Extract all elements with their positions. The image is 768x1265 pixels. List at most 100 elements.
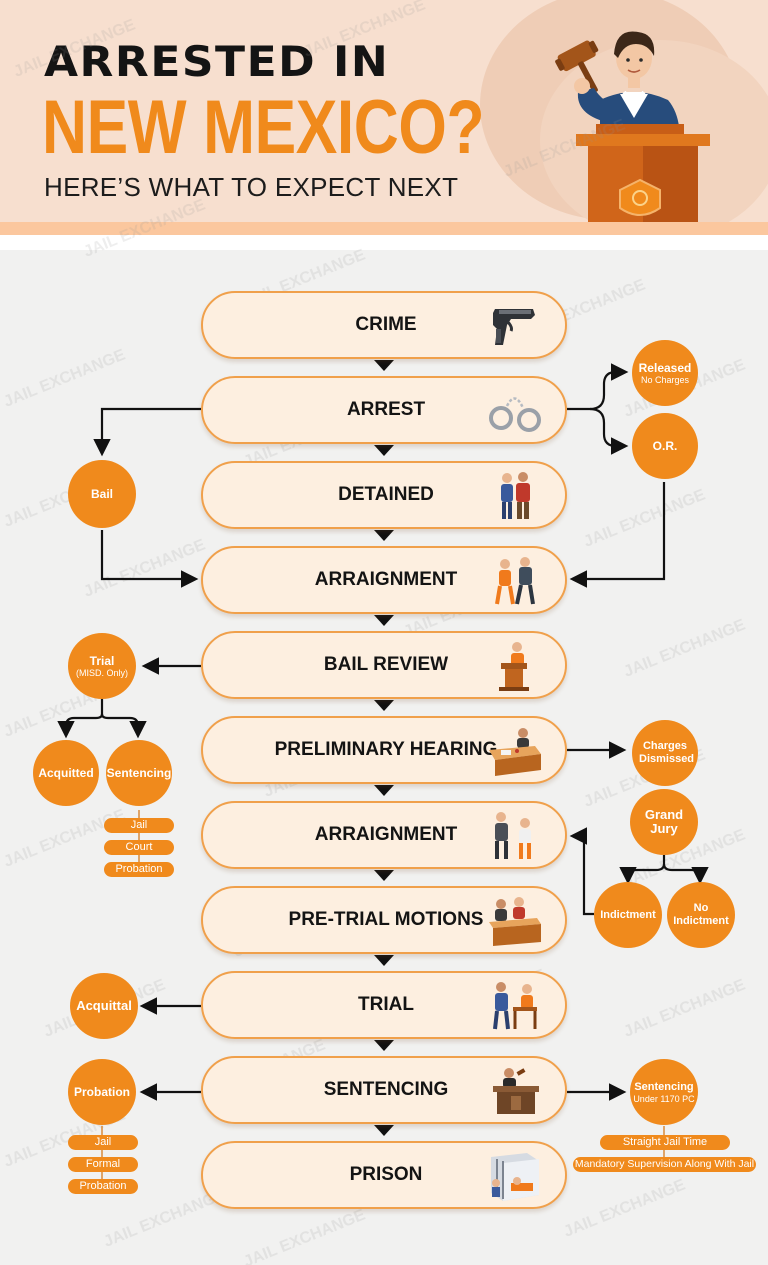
option-pill[interactable]: Formal: [68, 1157, 138, 1172]
title-line1: ARRESTED IN: [44, 38, 390, 87]
trial-to-sentencing-connector: [100, 713, 147, 739]
option-pill[interactable]: Probation: [104, 862, 174, 877]
sentencing-1170-sublabel: Under 1170 PC: [633, 1093, 695, 1104]
stage-label: ARREST: [346, 399, 426, 420]
option-pill[interactable]: Jail: [68, 1135, 138, 1150]
bail-to-arraignment-connector: [100, 530, 199, 588]
no-indictment-label: No Indictment: [673, 902, 729, 927]
stage-label: ARRAIGNMENT: [314, 824, 458, 845]
arrest-to-bail-connector: [93, 407, 201, 457]
court-desk-icon: [489, 728, 541, 776]
stage-trial[interactable]: TRIAL: [201, 971, 567, 1039]
probation-label: Probation: [74, 1085, 130, 1099]
released-label: Released: [638, 360, 692, 375]
down-arrow: [374, 360, 394, 371]
inmate-officer-icon: [495, 812, 531, 859]
stage-detained[interactable]: DETAINED: [201, 461, 567, 529]
option-pill[interactable]: Probation: [68, 1179, 138, 1194]
released-sublabel: No Charges: [640, 374, 690, 385]
down-arrow: [374, 530, 394, 541]
grandjury-to-noindictment-connector: [662, 863, 709, 885]
bail-circle[interactable]: Bail: [68, 460, 136, 528]
option-pill[interactable]: Jail: [104, 818, 174, 833]
stage-label: BAIL REVIEW: [323, 654, 449, 675]
arrest-to-or-connector: [589, 407, 629, 455]
header-strip: [0, 222, 768, 235]
header-gap: [0, 235, 768, 250]
acquittal-label: Acquittal: [76, 998, 132, 1013]
trial-misd-sublabel: (MISD. Only): [75, 667, 128, 678]
down-arrow: [374, 700, 394, 711]
down-arrow: [374, 1125, 394, 1136]
grandjury-to-indictment-connector: [619, 863, 666, 885]
stage-arraignment-2[interactable]: ARRAIGNMENT: [201, 801, 567, 869]
stage-preliminary-hearing[interactable]: PRELIMINARY HEARING: [201, 716, 567, 784]
option-pill[interactable]: Straight Jail Time: [600, 1135, 730, 1150]
stage-label: PRISON: [349, 1164, 423, 1185]
down-arrow: [374, 445, 394, 456]
handgun-icon: [493, 309, 535, 345]
stage-down-arrows: [374, 360, 394, 1136]
arrest-to-released-connector: [589, 363, 629, 411]
option-pill[interactable]: Court: [104, 840, 174, 855]
prison-cell-icon: [491, 1153, 539, 1201]
stage-arrest[interactable]: ARREST: [201, 376, 567, 444]
charges-dismissed-label: Charges Dismissed: [639, 740, 695, 765]
stage-prison[interactable]: PRISON: [201, 1141, 567, 1209]
indictment-to-arraignment-connector: [569, 827, 594, 916]
sentencing-misd-label: Sentencing: [106, 766, 172, 780]
prisoner-escort-icon: [495, 557, 535, 605]
grand-jury-label: Grand Jury: [644, 807, 684, 836]
stage-label: CRIME: [355, 314, 417, 335]
down-arrow: [374, 1040, 394, 1051]
courtroom-trial-icon: [493, 982, 537, 1030]
down-arrow: [374, 955, 394, 966]
indictment-label: Indictment: [600, 909, 656, 921]
stage-label: PRE-TRIAL MOTIONS: [288, 909, 484, 930]
header-banner: ARRESTED IN NEW MEXICO? HERE’S WHAT TO E…: [0, 0, 768, 222]
judge-bench-icon: [493, 1068, 539, 1114]
down-arrow: [374, 615, 394, 626]
sentencing-1170-circle[interactable]: Sentencing Under 1170 PC: [630, 1059, 698, 1125]
stage-pre-trial-motions[interactable]: PRE-TRIAL MOTIONS: [201, 886, 567, 954]
sentencing-1170-label: Sentencing: [634, 1080, 694, 1093]
stage-label: ARRAIGNMENT: [314, 569, 458, 590]
indictment-circle[interactable]: Indictment: [594, 882, 662, 948]
no-indictment-circle[interactable]: No Indictment: [667, 882, 735, 948]
released-circle[interactable]: Released No Charges: [632, 340, 698, 406]
or-circle[interactable]: O.R.: [632, 413, 698, 479]
stage-label: PRELIMINARY HEARING: [274, 739, 498, 760]
officer-escort-icon: [501, 472, 530, 519]
stage-label: DETAINED: [338, 484, 434, 505]
title-line2: NEW MEXICO?: [42, 85, 485, 170]
acquitted-label: Acquitted: [38, 766, 94, 780]
stage-crime[interactable]: CRIME: [201, 291, 567, 359]
stage-arraignment[interactable]: ARRAIGNMENT: [201, 546, 567, 614]
stage-label: SENTENCING: [323, 1079, 449, 1100]
stage-bail-review[interactable]: BAIL REVIEW: [201, 631, 567, 699]
or-label: O.R.: [652, 439, 678, 453]
bail-label: Bail: [90, 487, 113, 501]
grand-jury-circle[interactable]: Grand Jury: [630, 789, 698, 855]
stage-sentencing[interactable]: SENTENCING: [201, 1056, 567, 1124]
stage-label: TRIAL: [358, 994, 414, 1015]
or-to-arraignment-connector: [569, 482, 666, 588]
sentencing-misd-circle[interactable]: Sentencing: [106, 740, 172, 806]
acquitted-circle[interactable]: Acquitted: [33, 740, 99, 806]
acquittal-circle[interactable]: Acquittal: [70, 973, 138, 1039]
judge-podium-icon: [499, 642, 529, 691]
lawyers-desk-icon: [489, 897, 541, 946]
trial-misd-label: Trial: [89, 653, 115, 668]
option-pill[interactable]: Mandatory Supervision Along With Jail: [573, 1157, 756, 1172]
trial-misd-circle[interactable]: Trial (MISD. Only): [68, 633, 136, 699]
handcuffs-icon: [489, 397, 541, 432]
down-arrow: [374, 870, 394, 881]
probation-circle[interactable]: Probation: [68, 1059, 136, 1125]
down-arrow: [374, 785, 394, 796]
trial-to-acquitted-connector: [57, 713, 104, 739]
judge-icon: [555, 31, 710, 222]
subtitle: HERE’S WHAT TO EXPECT NEXT: [44, 172, 459, 202]
charges-dismissed-circle[interactable]: Charges Dismissed: [632, 720, 698, 786]
